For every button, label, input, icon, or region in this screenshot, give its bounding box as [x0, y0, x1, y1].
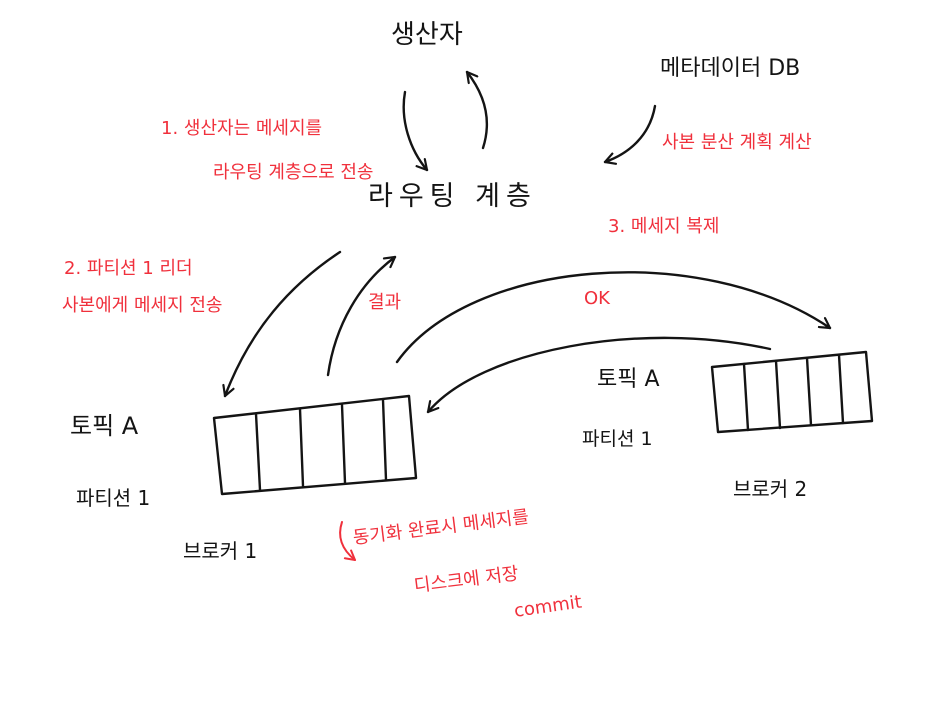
arrow-routing-to-producer: [465, 70, 489, 150]
step3-annotation: 3. 메세지 복제: [608, 216, 720, 237]
broker2-topic-label: 토픽 A: [597, 367, 660, 392]
broker1-partition-label: 파티션 1: [76, 486, 151, 510]
step1-annotation-line2: 라우팅 계층으로 전송: [213, 162, 374, 183]
arrow-broker1-to-routing: [326, 255, 397, 377]
arrow-ok-to-broker1: [426, 336, 772, 414]
broker1-label: 브로커 1: [183, 539, 258, 563]
arrow-producer-to-routing: [402, 90, 429, 172]
metadata-note: 사본 분산 계획 계산: [662, 132, 812, 153]
broker1-topic-label: 토픽 A: [70, 412, 139, 440]
producer-label: 생산자: [391, 20, 463, 50]
arrow-metadata-to-routing: [603, 104, 657, 165]
broker2-label: 브로커 2: [733, 477, 808, 501]
result-annotation: 결과: [368, 292, 402, 313]
step2-annotation-line2: 사본에게 메세지 전송: [62, 295, 223, 316]
broker2-partition-log: [710, 350, 874, 434]
broker2-partition-label: 파티션 1: [582, 428, 653, 450]
arrow-sync-note: [339, 521, 356, 561]
broker1-partition-log: [212, 394, 418, 496]
ok-annotation: OK: [584, 288, 610, 309]
step1-annotation-line1: 1. 생산자는 메세지를: [161, 118, 323, 139]
arrow-routing-to-broker1: [222, 250, 342, 398]
routing-layer-label: 라우팅 계층: [368, 181, 537, 212]
metadata-db-label: 메타데이터 DB: [660, 56, 801, 81]
step2-annotation-line1: 2. 파티션 1 리더: [64, 258, 193, 279]
arrow-replicate-to-broker2: [395, 271, 832, 364]
